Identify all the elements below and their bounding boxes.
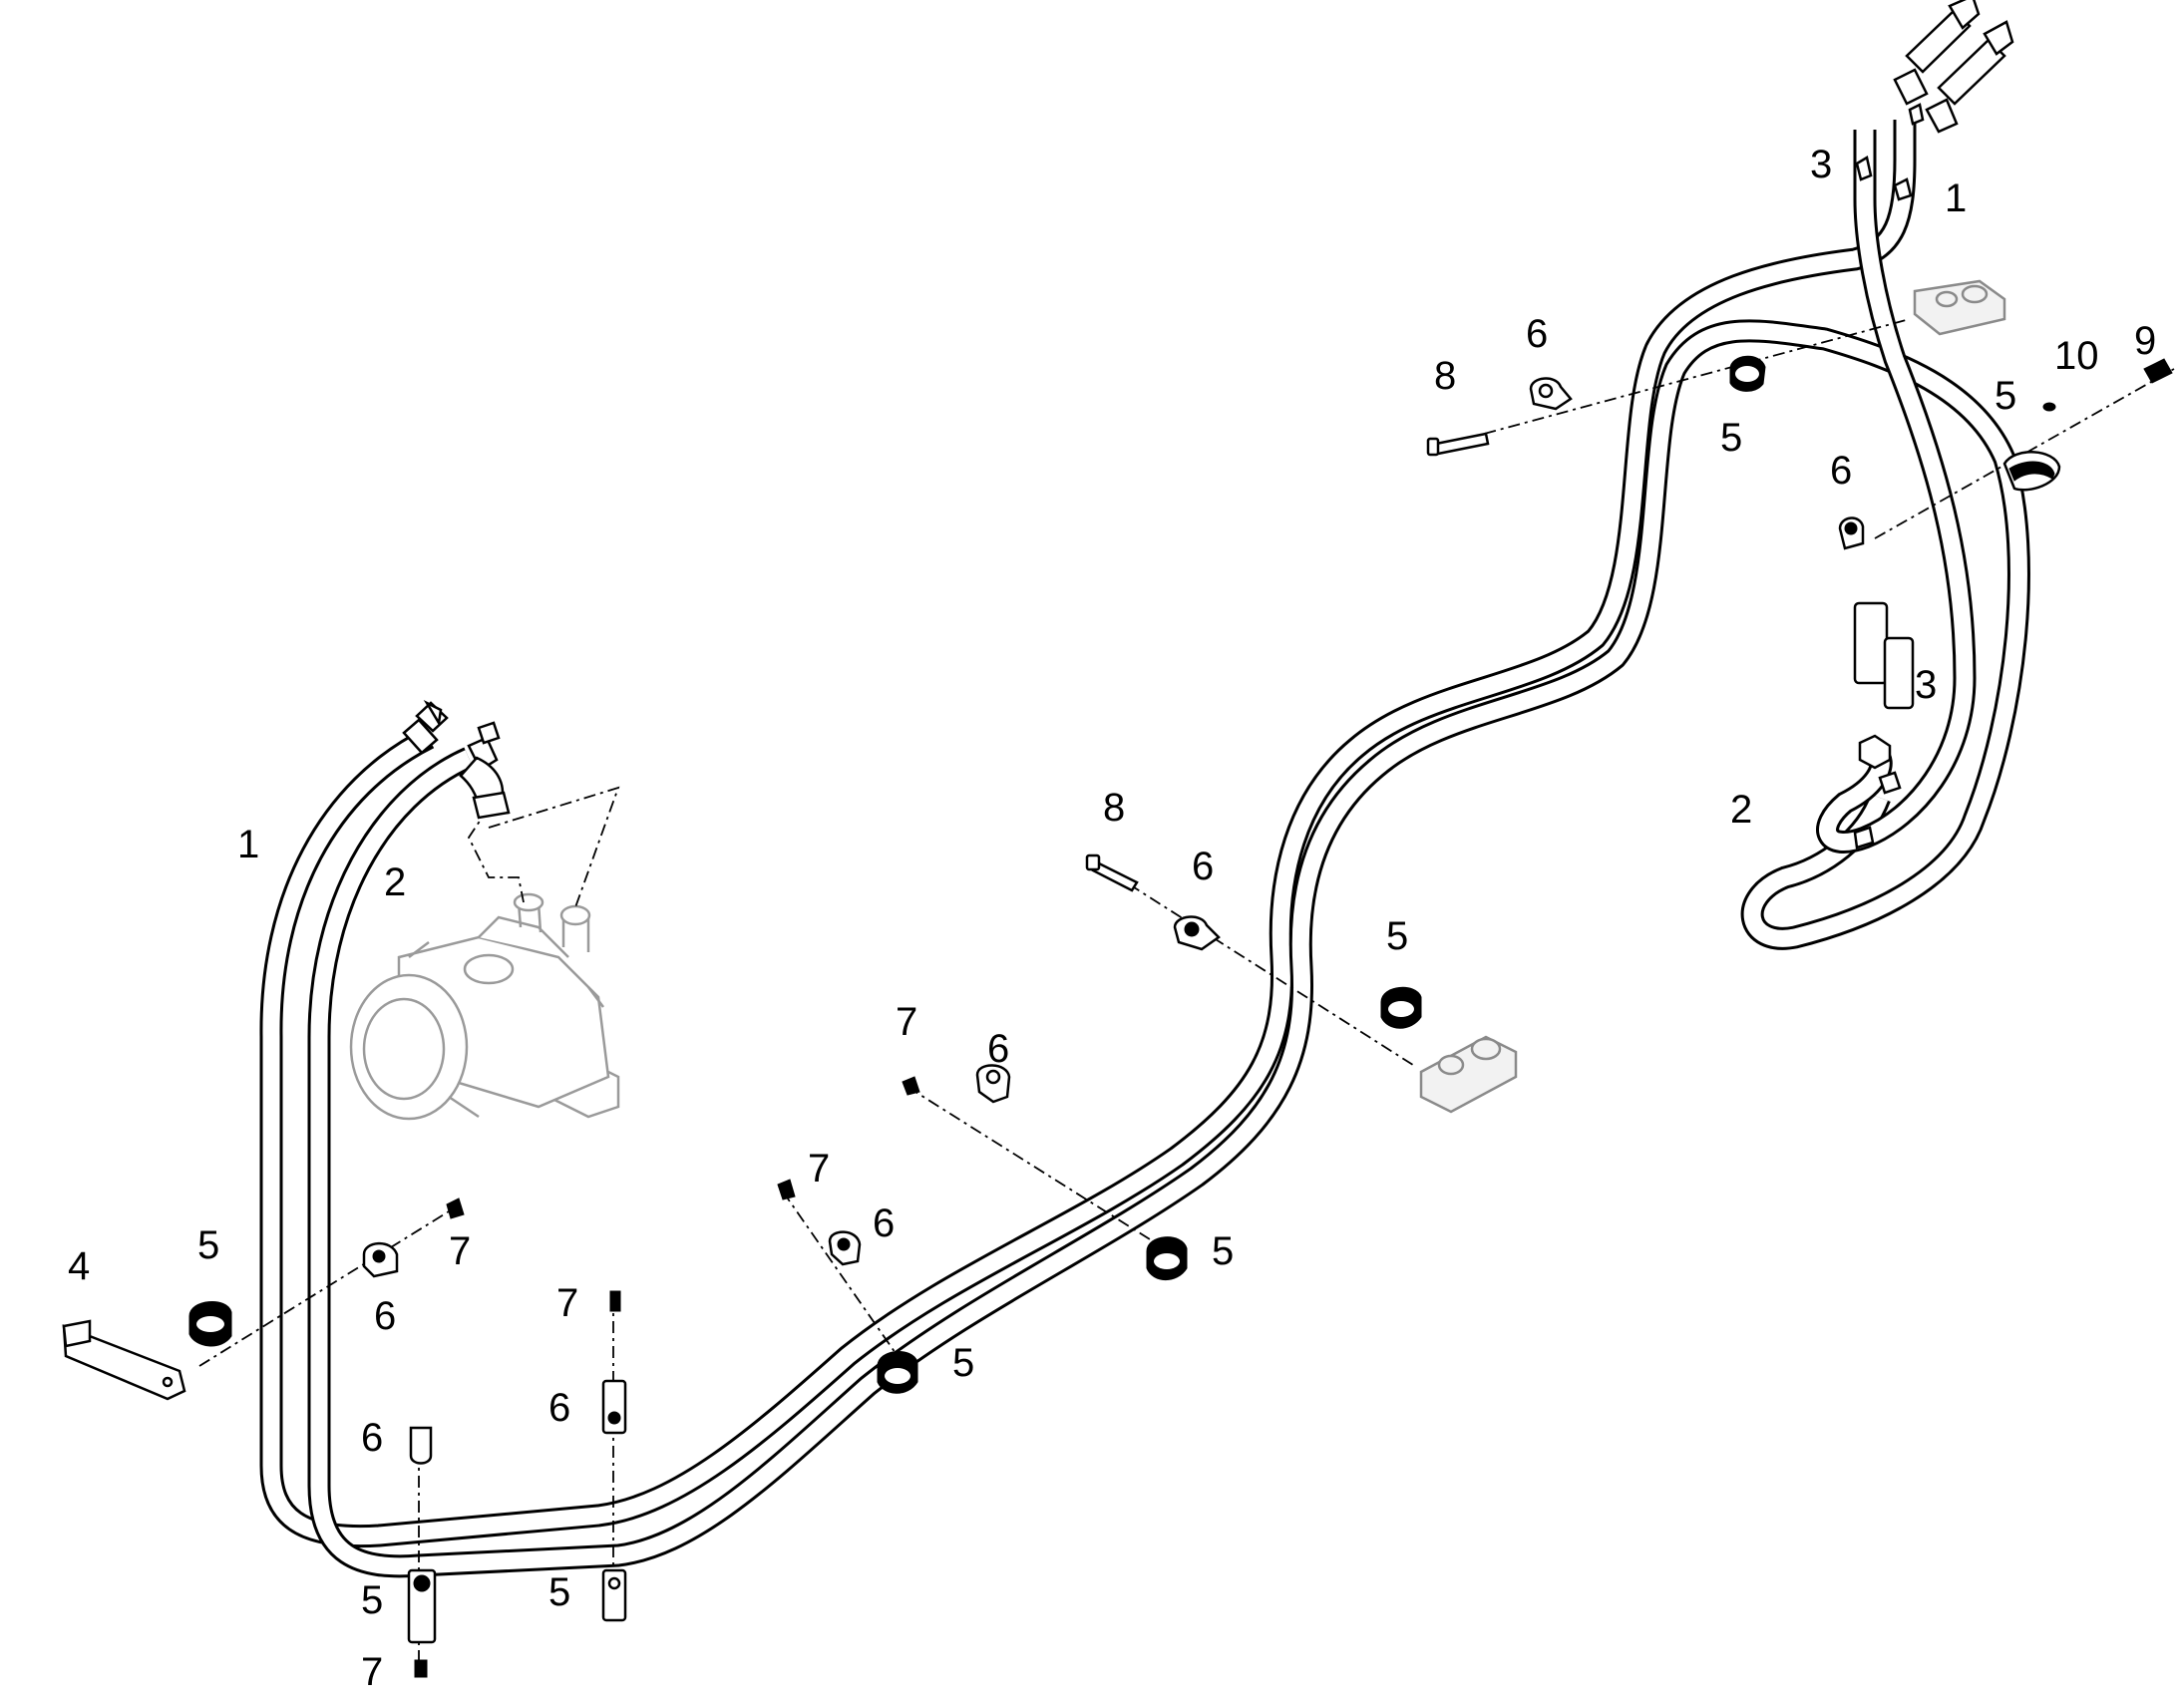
- fitting-compressor-right: [459, 721, 511, 820]
- callout-c8: 5: [1995, 374, 2016, 418]
- clip-6-mid3: [828, 1230, 862, 1266]
- clamp-5-right: [2002, 451, 2061, 492]
- screw-7-e: [414, 1659, 428, 1678]
- leader-a: [1435, 318, 1911, 448]
- clip-6-left: [362, 1241, 399, 1278]
- callout-c20: 6: [873, 1201, 895, 1245]
- callout-c1: 3: [1810, 143, 1832, 186]
- callouts: 3 1 6 8 5 10 9 5 6 3 2 1 2 8 6 5 7 6 7 6…: [68, 143, 2156, 1694]
- callout-c21: 5: [1212, 1229, 1234, 1273]
- bracket: [62, 1319, 186, 1401]
- callout-c19: 7: [808, 1147, 830, 1191]
- clamp-block-upper: [1913, 279, 2006, 336]
- leader-e: [782, 1191, 899, 1357]
- clamp-5-mid: [1380, 986, 1422, 1029]
- clip-6-bottom-2: [601, 1379, 627, 1435]
- fitting-top-1: [1893, 0, 1981, 126]
- leader-c: [1086, 856, 1417, 1068]
- leader-d: [907, 1086, 1178, 1257]
- leader-b: [1874, 368, 2175, 539]
- hose-2: [307, 319, 2030, 1578]
- clamp-5-bottom-2: [601, 1568, 627, 1622]
- screw-7-c: [446, 1197, 465, 1219]
- fitting-compressor-left: [402, 699, 449, 755]
- clamp-5-lower-mid: [877, 1350, 918, 1394]
- hose-3: [1816, 130, 1977, 854]
- callout-c2: 1: [1945, 176, 1967, 220]
- clip-6-top: [1529, 377, 1573, 411]
- screw-9: [2143, 358, 2173, 384]
- clamp-5-mid2: [1146, 1236, 1188, 1281]
- callout-c32: 7: [361, 1650, 383, 1694]
- clamp-block-middle: [1419, 1035, 1518, 1114]
- callout-c23: 4: [68, 1244, 90, 1288]
- callout-c3: 6: [1526, 312, 1548, 356]
- screw-7-d: [609, 1290, 621, 1312]
- callout-c29: 6: [361, 1416, 383, 1460]
- callout-c17: 7: [896, 1000, 917, 1044]
- clip-6-mid: [1173, 915, 1221, 951]
- clamp-5-top: [1729, 355, 1766, 392]
- compressor: [349, 892, 620, 1121]
- callout-c12: 1: [237, 823, 259, 866]
- callout-c30: 5: [361, 1578, 383, 1622]
- callout-c24: 5: [197, 1223, 219, 1267]
- callout-c7: 9: [2134, 319, 2156, 363]
- screw-7-a: [902, 1076, 920, 1096]
- callout-c14: 8: [1103, 786, 1125, 830]
- screw-7-b: [777, 1179, 796, 1200]
- callout-c31: 5: [548, 1570, 570, 1614]
- callout-c6: 10: [2054, 334, 2099, 378]
- leader-compressor: [467, 786, 620, 908]
- callout-c22: 5: [952, 1341, 974, 1385]
- hose-1: [259, 120, 1917, 1548]
- callout-c25: 7: [449, 1229, 471, 1273]
- clip-6-right: [1838, 516, 1865, 550]
- screw-8-mid: [1085, 854, 1139, 892]
- callout-c9: 6: [1830, 449, 1852, 493]
- washer-10: [2042, 402, 2056, 412]
- callout-c13: 2: [384, 860, 406, 904]
- callout-c18: 6: [987, 1027, 1009, 1071]
- clip-6-bottom-1: [409, 1426, 433, 1465]
- callout-c28: 6: [548, 1386, 570, 1430]
- clamp-5-left: [188, 1300, 232, 1347]
- callout-c26: 6: [374, 1294, 396, 1338]
- clip-6-mid2: [975, 1064, 1011, 1104]
- callout-c4: 8: [1434, 354, 1456, 398]
- clamp-5-bottom-1: [407, 1568, 437, 1644]
- screw-8-top: [1426, 432, 1490, 457]
- callout-c16: 5: [1386, 914, 1408, 958]
- callout-c11: 2: [1730, 788, 1752, 832]
- fitting-top-2: [1855, 20, 2014, 201]
- callout-c15: 6: [1192, 845, 1214, 888]
- callout-c10: 3: [1915, 663, 1937, 707]
- callout-c27: 7: [556, 1281, 578, 1325]
- callout-c5: 5: [1720, 416, 1742, 460]
- fitting-right-lower: [1853, 601, 1915, 850]
